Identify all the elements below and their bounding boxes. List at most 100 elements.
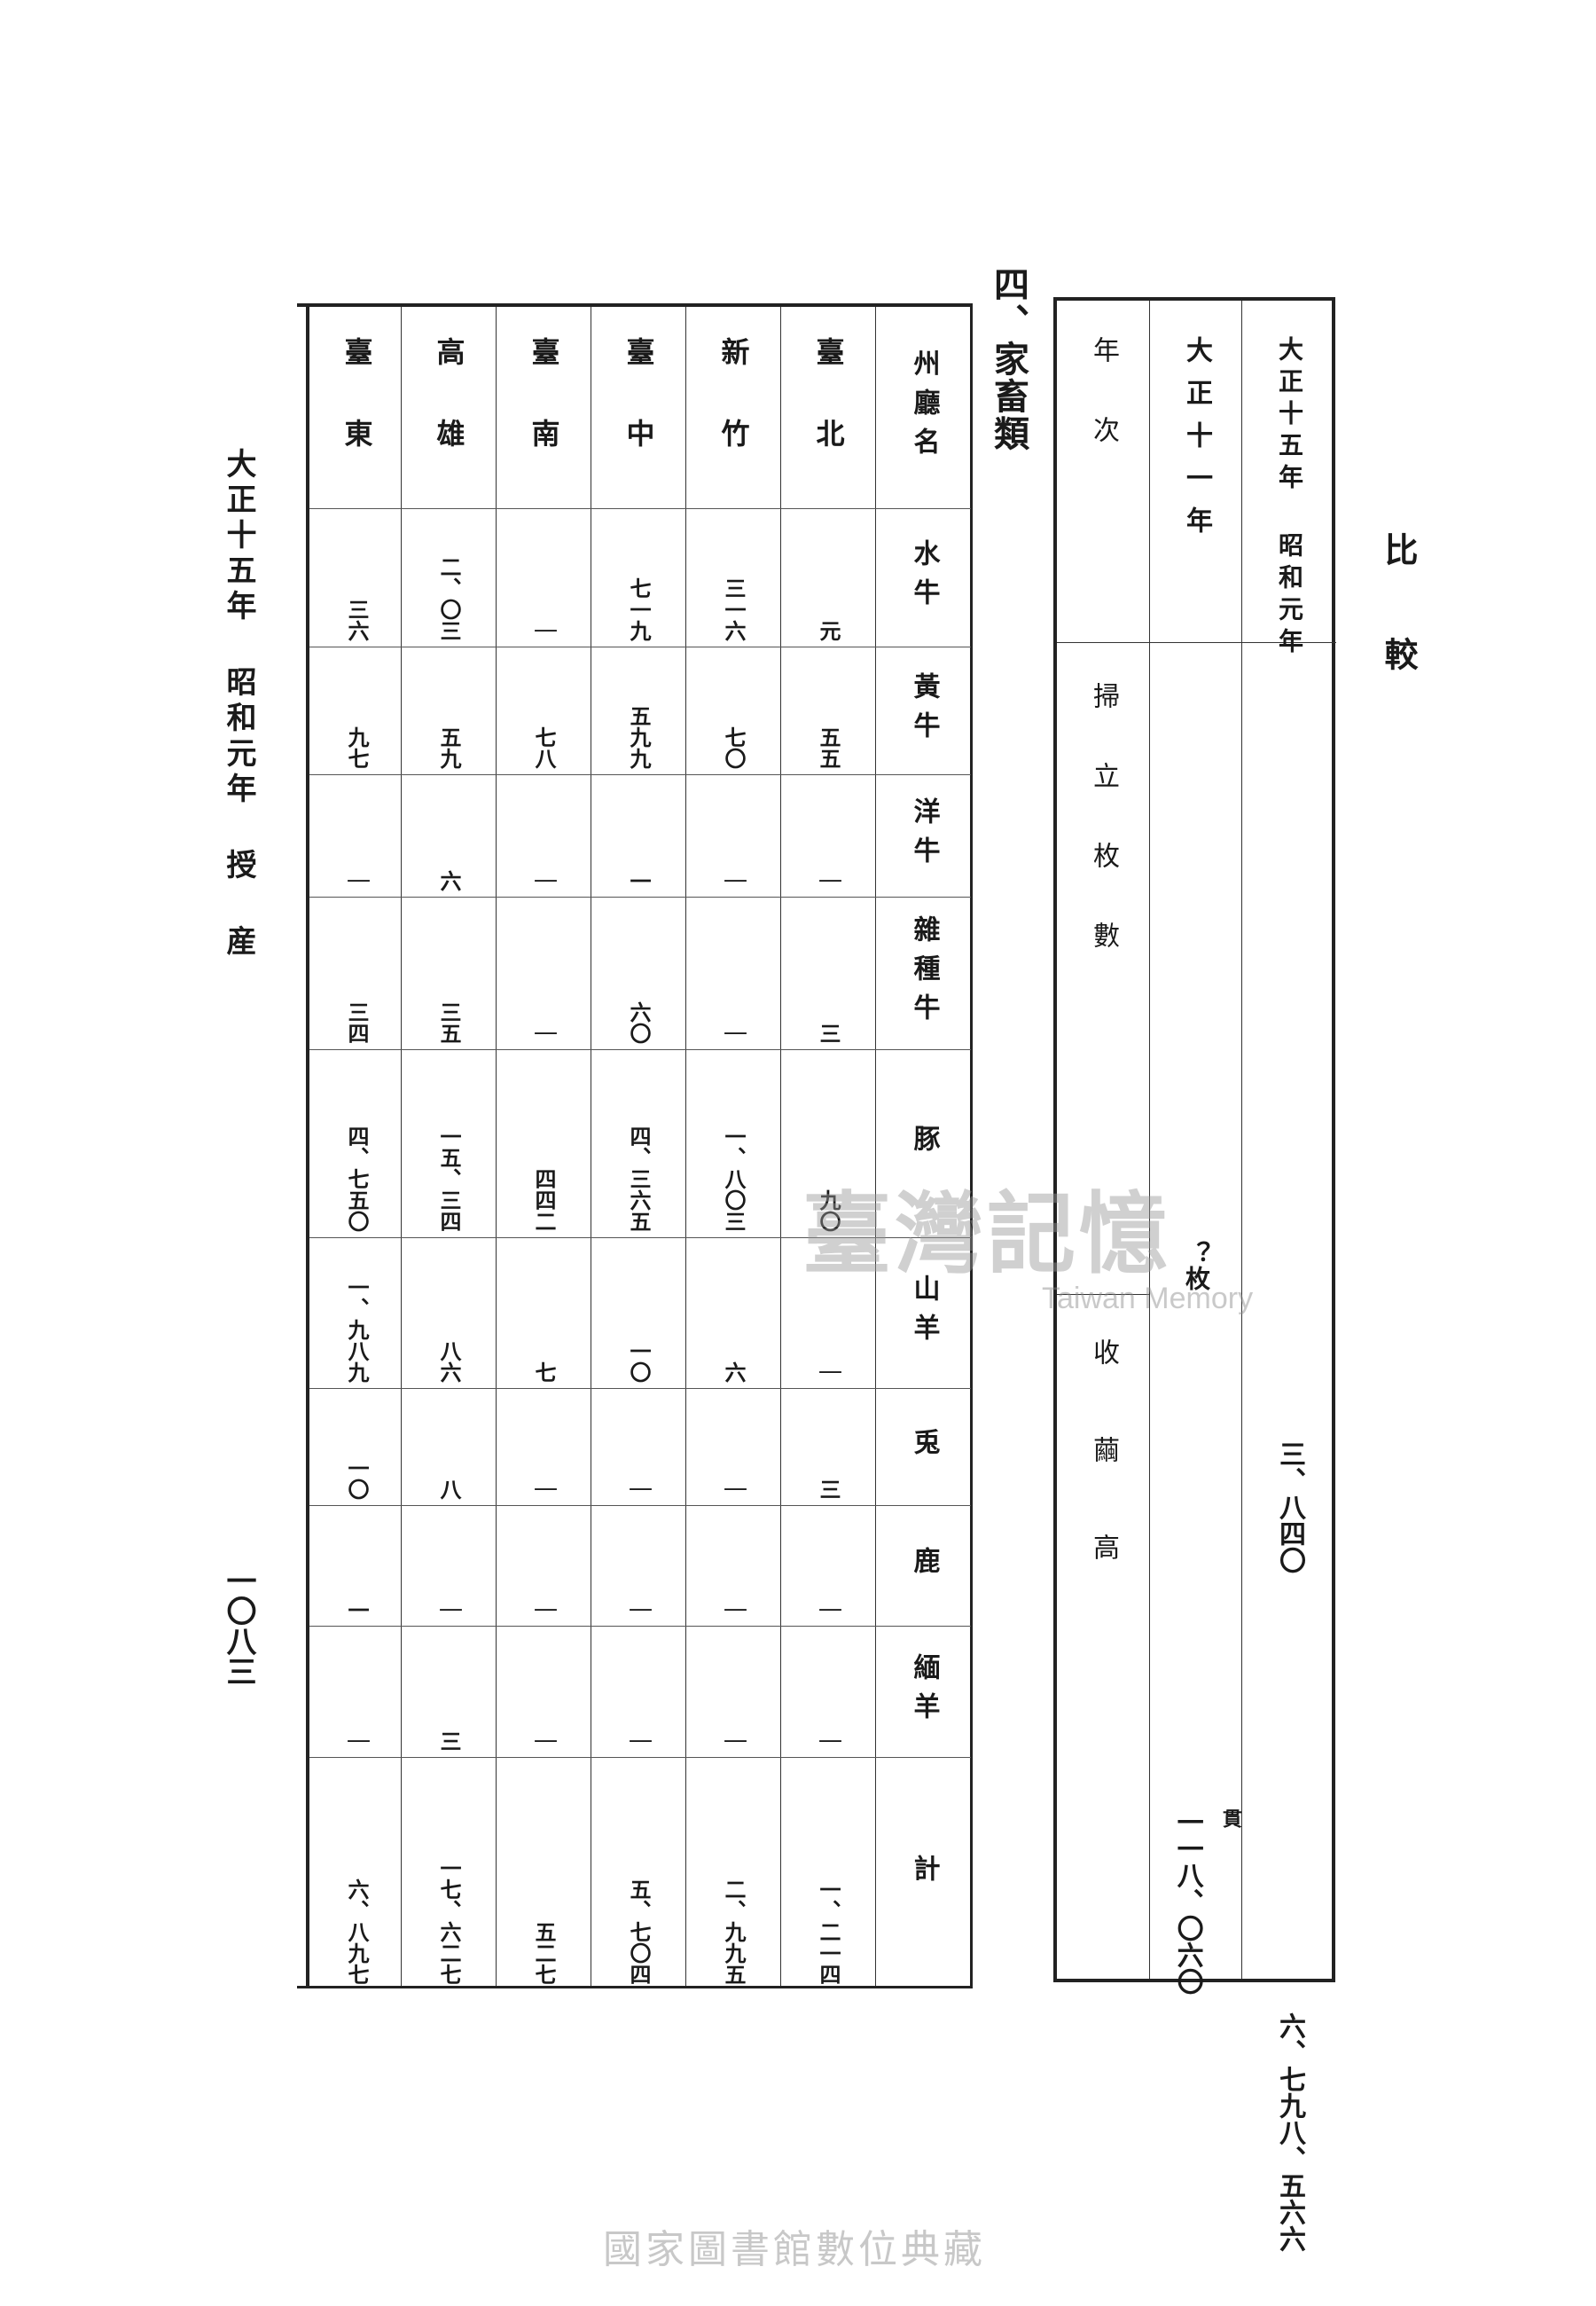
region-name: 新竹 xyxy=(716,336,751,500)
compare-row-sheets: ？枚 xyxy=(1182,1241,1211,1290)
page-heading: 比較 xyxy=(1379,532,1419,741)
livestock-value: 六 xyxy=(436,870,462,891)
livestock-header-label: 州廳名 xyxy=(908,349,940,467)
livestock-value: ｜ xyxy=(626,1479,652,1500)
livestock-value: ｜ xyxy=(531,1479,557,1500)
livestock-value: 四、三六五 xyxy=(626,1126,652,1232)
livestock-value: 一、九八九 xyxy=(344,1276,370,1383)
livestock-value: 六 xyxy=(721,1361,747,1383)
livestock-value: ｜ xyxy=(531,870,557,891)
livestock-value: 六、八九七 xyxy=(344,1879,370,1985)
livestock-value: ｜ xyxy=(721,1479,747,1500)
livestock-column-header: 鹿 xyxy=(908,1546,940,1586)
livestock-value: 七一九 xyxy=(626,577,652,641)
livestock-value: 八 xyxy=(436,1479,462,1500)
livestock-column-header: 計 xyxy=(908,1855,940,1894)
livestock-value: ｜ xyxy=(816,1599,841,1620)
livestock-value: ｜ xyxy=(531,1599,557,1620)
livestock-value: 五九 xyxy=(436,726,462,769)
region-name: 臺南 xyxy=(527,336,561,500)
livestock-header-column: 州廳名 水牛 黃牛 洋牛 雜種牛 豚 山羊 兎 鹿 緬羊 計 xyxy=(875,307,971,1986)
livestock-value: ｜ xyxy=(531,620,557,641)
livestock-value: ｜ xyxy=(436,1599,462,1620)
livestock-value: 三五 xyxy=(436,1001,462,1044)
region-name: 高雄 xyxy=(432,336,466,500)
livestock-row: 臺中七一九五九九一六〇四、三六五一〇｜｜｜五、七〇四 xyxy=(591,307,686,1986)
footer-credit: 國家圖書館數位典藏 xyxy=(603,2227,986,2272)
compare-table: 年次 掃立枚數 收繭高 大正十一年 ？枚 一一八、〇六〇 貫 大正十五年 昭和元… xyxy=(1053,297,1336,2252)
livestock-value: 五、七〇四 xyxy=(626,1879,652,1985)
livestock-value: 七〇 xyxy=(721,726,747,769)
compare-row: 大正十五年 昭和元年 三、八四〇 六、七九八、五六六 xyxy=(1241,301,1336,2252)
livestock-value: 五九九 xyxy=(626,705,652,769)
livestock-value: ｜ xyxy=(531,1730,557,1752)
livestock-row: 新竹三一六七〇 ｜ ｜ 一、八〇三六 ｜ ｜ ｜ 二、九九五 xyxy=(685,307,781,1986)
watermark-subtext: Taiwan Memory xyxy=(1042,1282,1254,1315)
livestock-value: ｜ xyxy=(816,1730,841,1752)
livestock-value: 一〇 xyxy=(344,1457,370,1500)
livestock-value: ｜ xyxy=(721,870,747,891)
livestock-value: 一七、六二七 xyxy=(436,1857,462,1985)
livestock-value: ｜ xyxy=(816,870,841,891)
compare-row-yield: 一一八、〇六〇 xyxy=(1171,1808,1203,1995)
livestock-value: 九七 xyxy=(344,726,370,769)
livestock-row: 臺北元五五｜三九〇｜三｜｜一、二一四 xyxy=(780,307,876,1986)
livestock-value: ｜ xyxy=(626,1730,652,1752)
region-name: 臺中 xyxy=(622,336,656,500)
livestock-value: 一、二一四 xyxy=(816,1879,841,1985)
livestock-column-header: 緬羊 xyxy=(908,1652,940,1731)
compare-row-year: 大正十五年 昭和元年 xyxy=(1275,336,1304,660)
livestock-value: 四四二 xyxy=(531,1168,557,1232)
livestock-value: ｜ xyxy=(344,1730,370,1752)
running-head: 大正十五年 昭和元年 授 産 xyxy=(221,448,256,961)
page-number: 一〇八三 xyxy=(221,1565,256,1686)
livestock-value: 三一六 xyxy=(721,577,747,641)
compare-header-sheets: 掃立枚數 xyxy=(1088,682,1119,1001)
watermark: 臺灣記憶 Taiwan Memory xyxy=(802,1162,1253,1316)
livestock-value: ｜ xyxy=(626,1599,652,1620)
compare-row-sheets: 三、八四〇 xyxy=(1274,1440,1305,1573)
livestock-row: 臺南 ｜ 七八 ｜ ｜ 四四二七 ｜ ｜ ｜ 五二七 xyxy=(496,307,591,1986)
livestock-column-header: 兎 xyxy=(908,1427,940,1467)
livestock-value: ｜ xyxy=(721,1599,747,1620)
livestock-value: 二、九九五 xyxy=(721,1879,747,1985)
livestock-value: ｜ xyxy=(721,1023,747,1044)
livestock-value: ｜ xyxy=(531,1023,557,1044)
livestock-value: 三 xyxy=(816,1023,841,1044)
compare-row: 大正十一年 ？枚 一一八、〇六〇 貫 xyxy=(1149,301,1242,1995)
region-name: 臺北 xyxy=(811,336,846,500)
livestock-value: 三六 xyxy=(344,599,370,641)
livestock-value: ｜ xyxy=(721,1730,747,1752)
livestock-column-header: 雜種牛 xyxy=(908,914,940,1032)
livestock-value: ｜ xyxy=(344,870,370,891)
livestock-value: 一 xyxy=(344,1599,370,1620)
compare-row-year: 大正十一年 xyxy=(1181,336,1212,549)
livestock-value: 一 xyxy=(626,870,652,891)
livestock-value: 二、〇三 xyxy=(436,556,462,641)
livestock-value: 一五、三四 xyxy=(436,1126,462,1232)
livestock-value: 三 xyxy=(816,1479,841,1500)
livestock-row: 高雄二、〇三五九六三五一五、三四八六八 ｜ 三一七、六二七 xyxy=(401,307,497,1986)
livestock-column-header: 黃牛 xyxy=(908,671,940,750)
livestock-value: 八六 xyxy=(436,1340,462,1383)
livestock-column-header: 豚 xyxy=(908,1124,940,1164)
livestock-value: 七八 xyxy=(531,726,557,769)
livestock-value: 三四 xyxy=(344,1001,370,1044)
section-title: 四、家畜類 xyxy=(988,266,1029,452)
compare-header-year: 年次 xyxy=(1088,336,1119,496)
compare-header-column: 年次 掃立枚數 收繭高 xyxy=(1057,301,1149,1979)
watermark-text: 臺灣記憶 xyxy=(802,1181,1171,1286)
livestock-value: 五五 xyxy=(816,726,841,769)
livestock-table: 州廳名 水牛 黃牛 洋牛 雜種牛 豚 山羊 兎 鹿 緬羊 計 臺北元五五｜三九〇… xyxy=(297,303,973,1988)
livestock-row: 臺東三六九七 ｜ 三四四、七五〇一、九八九一〇一 ｜ 六、八九七 xyxy=(306,307,404,1986)
livestock-value: 一、八〇三 xyxy=(721,1126,747,1232)
livestock-value: 元 xyxy=(816,620,841,641)
livestock-value: 五二七 xyxy=(531,1921,557,1985)
compare-row-yield-unit: 貫 xyxy=(1218,1808,1242,1828)
livestock-column-header: 洋牛 xyxy=(908,796,940,875)
livestock-value: 三 xyxy=(436,1730,462,1752)
region-name: 臺東 xyxy=(340,336,374,500)
compare-row-yield: 六、七九八、五六六 xyxy=(1274,2012,1305,2252)
livestock-value: 七 xyxy=(531,1361,557,1383)
livestock-value: 四、七五〇 xyxy=(344,1126,370,1232)
